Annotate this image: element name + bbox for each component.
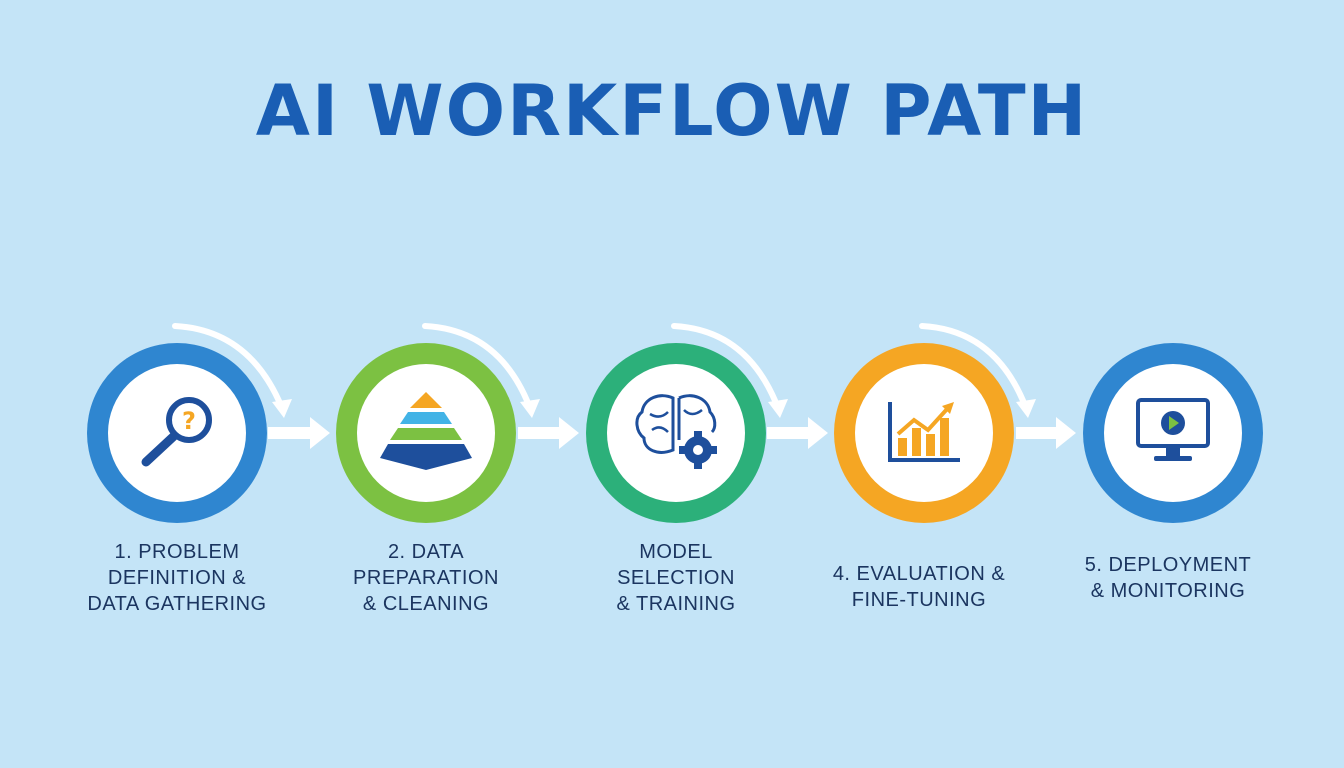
step-5-node [1083,343,1263,523]
monitor-play-icon [1136,398,1210,461]
step-4-node [834,343,1014,523]
connector-arrow-2 [422,323,579,449]
step-2-node [336,343,516,523]
svg-text:?: ? [182,407,196,435]
connector-arrow-3 [671,323,828,449]
step-4-label: 4. EVALUATION & FINE-TUNING [832,563,1006,611]
step-2-label: 2. DATA PREPARATION & CLEANING [353,541,499,615]
magnifier-question-icon: ? [141,397,212,467]
step-3-label: MODEL SELECTION & TRAINING [616,541,736,615]
layered-pyramid-icon [380,392,472,470]
brain-gear-icon [635,394,717,469]
step-3-node [586,343,766,523]
step-1-node: ? [87,343,267,523]
step-1-label: 1. PROBLEM DEFINITION & DATA GATHERING [87,541,267,615]
rising-bar-chart-icon [888,402,960,462]
step-5-label: 5. DEPLOYMENT & MONITORING [1084,554,1252,602]
connector-arrow-4 [919,323,1076,449]
connector-arrow-1 [172,323,330,449]
page-title: AI WORKFLOW PATH [255,70,1089,152]
